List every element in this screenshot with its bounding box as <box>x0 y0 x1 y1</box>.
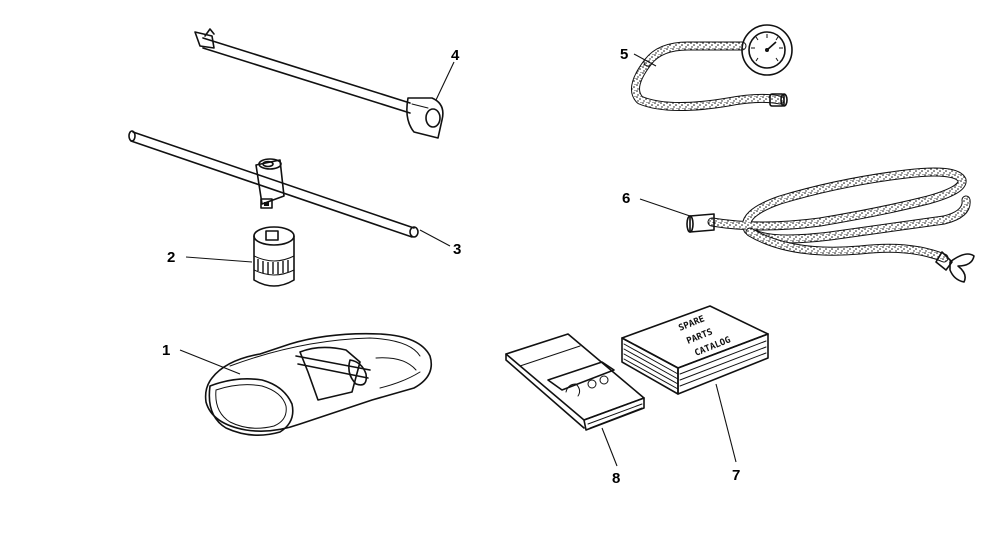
owners-manual-booklet <box>505 333 645 431</box>
air-hose <box>686 167 975 283</box>
callout-5: 5 <box>620 46 628 63</box>
callout-2: 2 <box>167 249 175 266</box>
leader-lines <box>179 53 737 467</box>
callout-3: 3 <box>453 241 461 258</box>
extension-bar <box>194 28 444 139</box>
t-handle-bar <box>128 130 419 238</box>
callout-4: 4 <box>451 47 460 64</box>
spare-parts-catalog-book: SPARE PARTS CATALOG <box>621 305 769 395</box>
callout-8: 8 <box>612 470 620 487</box>
callout-1: 1 <box>162 342 170 359</box>
callout-6: 6 <box>622 190 630 207</box>
socket <box>253 226 295 287</box>
tool-roll <box>204 332 433 436</box>
tire-pressure-gauge <box>631 24 793 111</box>
callout-7: 7 <box>732 467 740 484</box>
callout-labels: 1 2 3 4 5 6 7 8 <box>162 46 740 487</box>
